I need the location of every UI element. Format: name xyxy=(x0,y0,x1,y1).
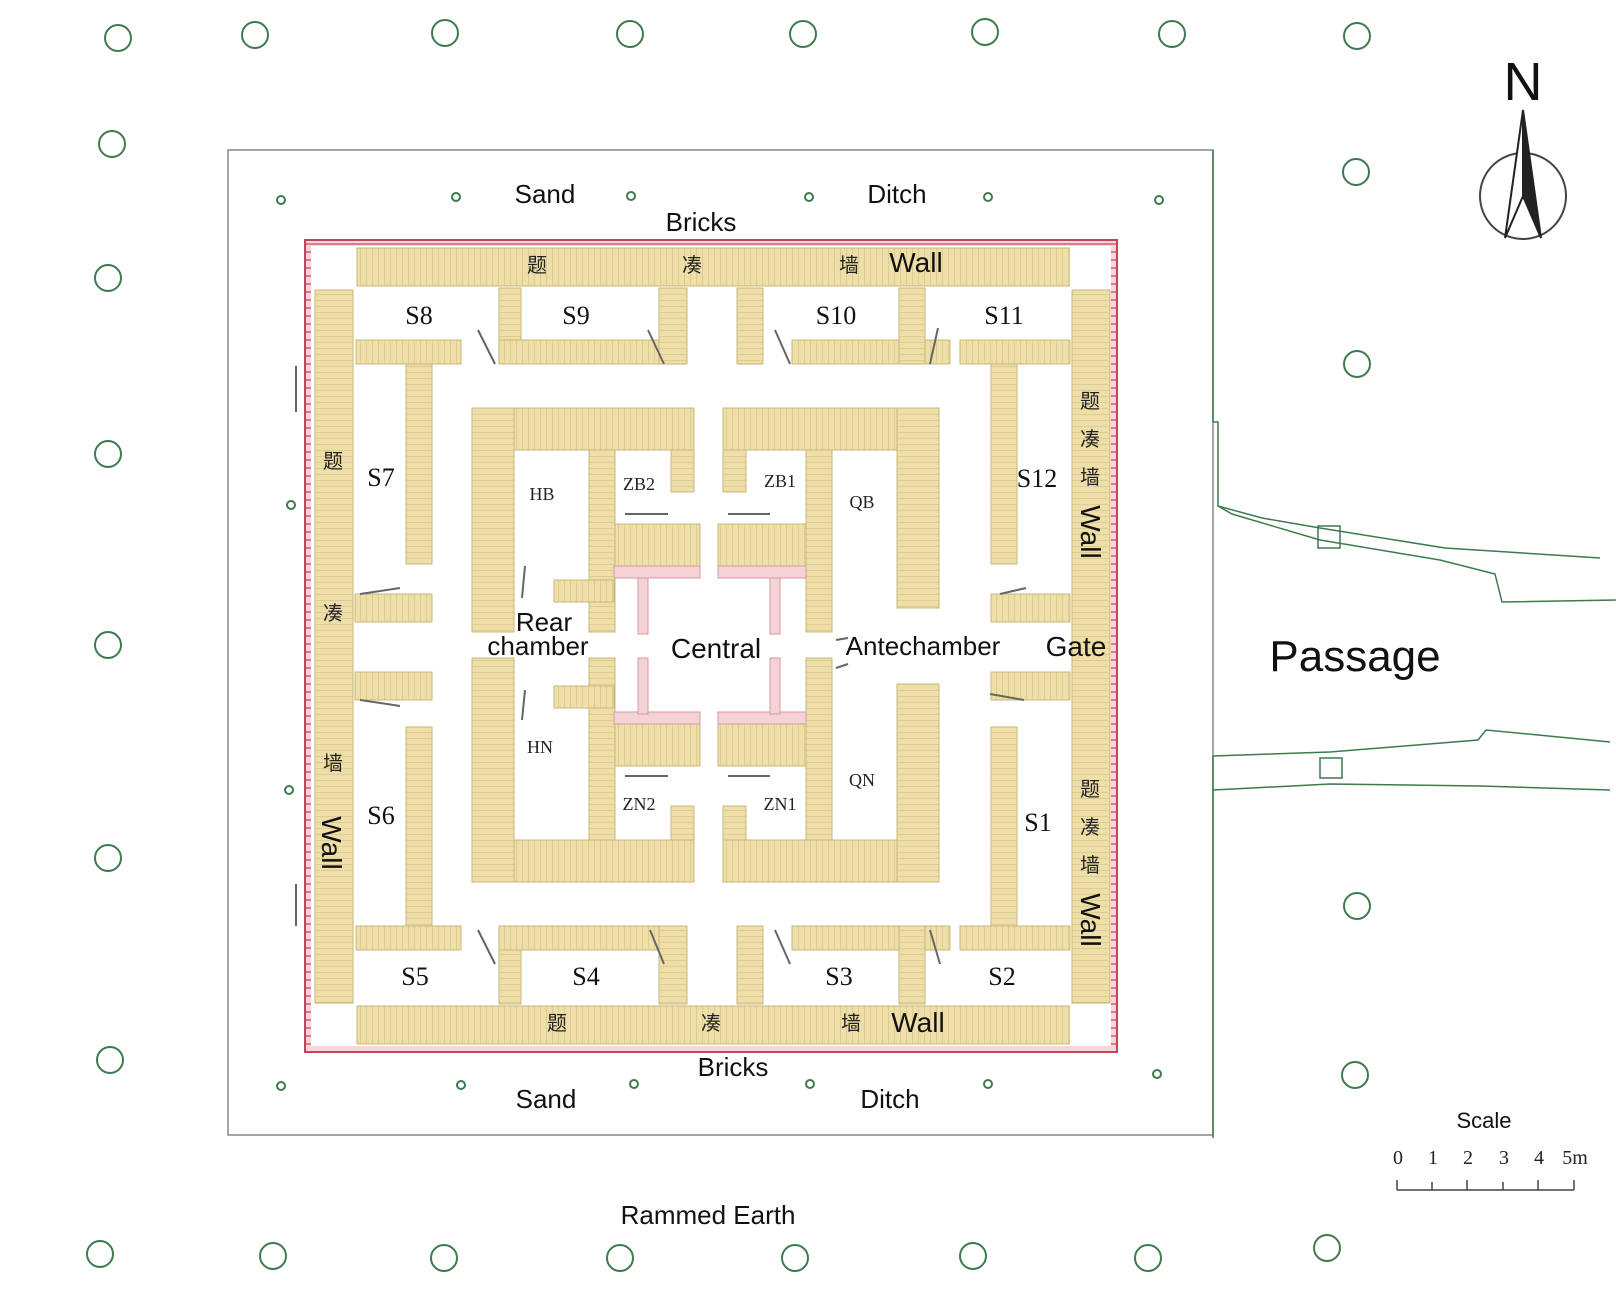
label-sand-bottom: Sand xyxy=(516,1084,577,1114)
label-wall-bottom: Wall xyxy=(891,1007,944,1038)
label-gate: Gate xyxy=(1046,631,1107,662)
room-s11: S11 xyxy=(984,301,1024,330)
label-passage: Passage xyxy=(1269,632,1440,681)
central-chamber-lining xyxy=(613,565,807,725)
room-hn: HN xyxy=(527,737,553,757)
scale-tick-4: 4 xyxy=(1534,1147,1544,1169)
room-s12: S12 xyxy=(1017,464,1057,493)
room-s3: S3 xyxy=(825,962,852,991)
room-s10: S10 xyxy=(816,301,856,330)
svg-text:题: 题 xyxy=(1080,777,1100,801)
post-holes-outer xyxy=(86,18,1371,1272)
label-wall-left: Wall xyxy=(316,816,347,869)
svg-text:墙: 墙 xyxy=(839,253,859,277)
room-s9: S9 xyxy=(562,301,589,330)
svg-text:凑: 凑 xyxy=(1080,815,1100,839)
svg-text:墙: 墙 xyxy=(1080,465,1100,489)
tomb-passage xyxy=(1212,150,1616,1138)
inner-chambers xyxy=(471,407,940,883)
room-s7: S7 xyxy=(367,463,394,492)
room-s6: S6 xyxy=(367,801,394,830)
cjk-wall-labels: 题 凑 墙 题 凑 墙 题 凑 墙 题 凑 墙 题 凑 墙 xyxy=(323,253,1100,1035)
svg-text:凑: 凑 xyxy=(323,601,343,625)
svg-text:题: 题 xyxy=(547,1011,567,1035)
label-central: Central xyxy=(671,633,761,664)
svg-text:凑: 凑 xyxy=(682,253,702,277)
scale-tick-5m: 5m xyxy=(1562,1147,1588,1169)
svg-text:凑: 凑 xyxy=(701,1011,721,1035)
svg-text:墙: 墙 xyxy=(323,751,343,775)
room-zn2: ZN2 xyxy=(623,794,656,814)
label-rear-chamber-2: chamber xyxy=(487,631,588,661)
room-s2: S2 xyxy=(988,962,1015,991)
label-bricks-bottom: Bricks xyxy=(698,1052,769,1082)
label-ditch-top: Ditch xyxy=(867,179,926,209)
svg-text:墙: 墙 xyxy=(1080,853,1100,877)
room-qb: QB xyxy=(849,492,874,512)
huangchang-ticou-wall xyxy=(314,247,1111,1045)
room-s8: S8 xyxy=(405,301,432,330)
label-ditch-bottom: Ditch xyxy=(860,1084,919,1114)
scale-title: Scale xyxy=(1456,1108,1511,1133)
room-s5: S5 xyxy=(401,962,428,991)
svg-text:题: 题 xyxy=(323,449,343,473)
svg-text:凑: 凑 xyxy=(1080,427,1100,451)
room-s4: S4 xyxy=(572,962,599,991)
room-hb: HB xyxy=(529,484,554,504)
room-s1: S1 xyxy=(1024,808,1051,837)
label-wall-right-upper: Wall xyxy=(1075,505,1106,558)
label-rammed-earth: Rammed Earth xyxy=(621,1200,796,1230)
label-bricks-top: Bricks xyxy=(666,207,737,237)
label-rear-chamber-1: Rear xyxy=(516,607,573,637)
room-zb1: ZB1 xyxy=(764,471,796,491)
sand-ditch-boundary xyxy=(227,149,1214,1136)
label-wall-top: Wall xyxy=(889,247,942,278)
scale-tick-2: 2 xyxy=(1463,1147,1473,1169)
scale-tick-1: 1 xyxy=(1428,1147,1438,1169)
label-antechamber: Antechamber xyxy=(846,631,1001,661)
label-wall-right-lower: Wall xyxy=(1075,893,1106,946)
side-chamber-partitions xyxy=(354,287,1071,1005)
svg-text:题: 题 xyxy=(1080,389,1100,413)
svg-text:题: 题 xyxy=(527,253,547,277)
scale-tick-3: 3 xyxy=(1499,1147,1509,1169)
room-zn1: ZN1 xyxy=(764,794,797,814)
svg-text:墙: 墙 xyxy=(841,1011,861,1035)
scale-tick-0: 0 xyxy=(1393,1147,1403,1169)
room-zb2: ZB2 xyxy=(623,474,655,494)
post-holes-inner xyxy=(276,191,1164,1091)
door-leaves xyxy=(295,327,1027,965)
north-arrow-icon xyxy=(1479,109,1567,240)
north-label: N xyxy=(1504,52,1543,112)
label-sand-top: Sand xyxy=(515,179,576,209)
room-qn: QN xyxy=(849,770,875,790)
scale-bar xyxy=(1396,1180,1575,1191)
